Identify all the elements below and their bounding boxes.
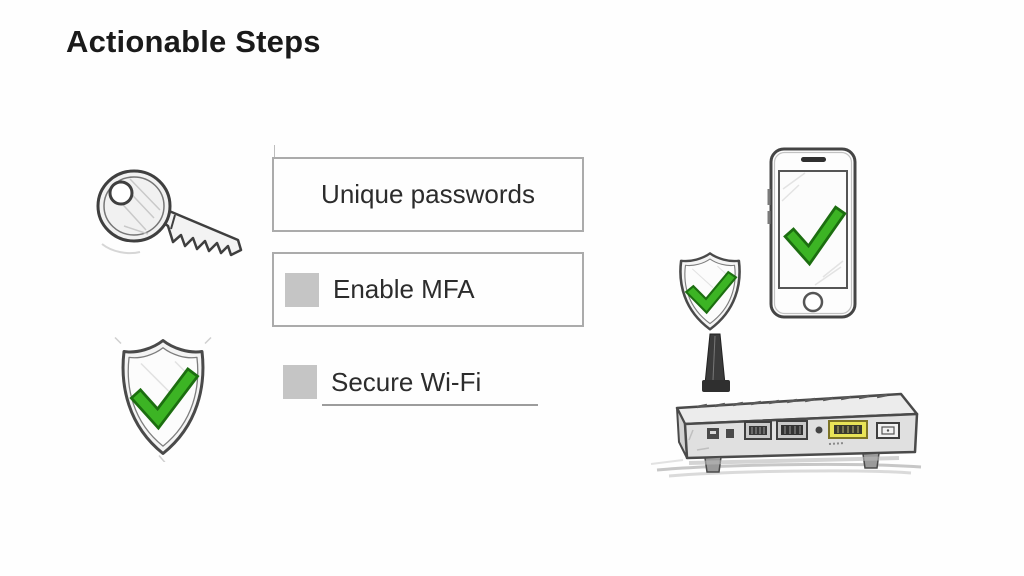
checkbox-icon	[285, 272, 319, 307]
page-title: Actionable Steps	[66, 24, 321, 59]
wifi-router-icon	[648, 330, 930, 485]
shield-check-icon	[113, 334, 213, 467]
checklist-item-label: Enable MFA	[333, 274, 475, 304]
secure-wifi-underline	[322, 404, 538, 406]
smartphone-check-icon	[763, 145, 863, 328]
checklist-item-secure-wifi: Secure Wi-Fi	[272, 352, 580, 412]
checkbox-icon	[283, 365, 317, 399]
checklist-item-label: Unique passwords	[321, 179, 535, 209]
checklist-item-unique-passwords: Unique passwords	[272, 157, 584, 232]
checklist-item-label: Secure Wi-Fi	[331, 366, 482, 397]
key-icon	[88, 160, 248, 270]
checklist-item-enable-mfa: Enable MFA	[272, 252, 584, 327]
shield-check-icon	[673, 250, 747, 339]
sketch-overshoot-line	[274, 145, 275, 159]
